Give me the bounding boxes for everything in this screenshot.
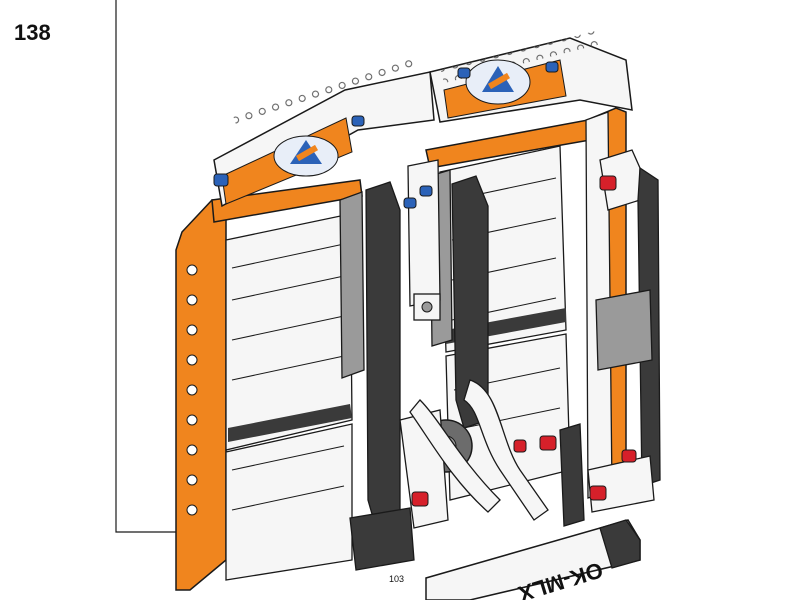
logo-left	[273, 135, 339, 177]
logo-right	[465, 59, 531, 105]
step-number: 138	[14, 20, 51, 45]
top-frame	[213, 30, 633, 208]
bottom-frame	[349, 423, 655, 571]
orange-left-frame	[175, 179, 363, 591]
red-pins	[411, 175, 637, 507]
page-number: 103	[389, 574, 405, 584]
blue-pins	[213, 61, 559, 209]
number-plate: OK-MLX	[425, 519, 641, 600]
